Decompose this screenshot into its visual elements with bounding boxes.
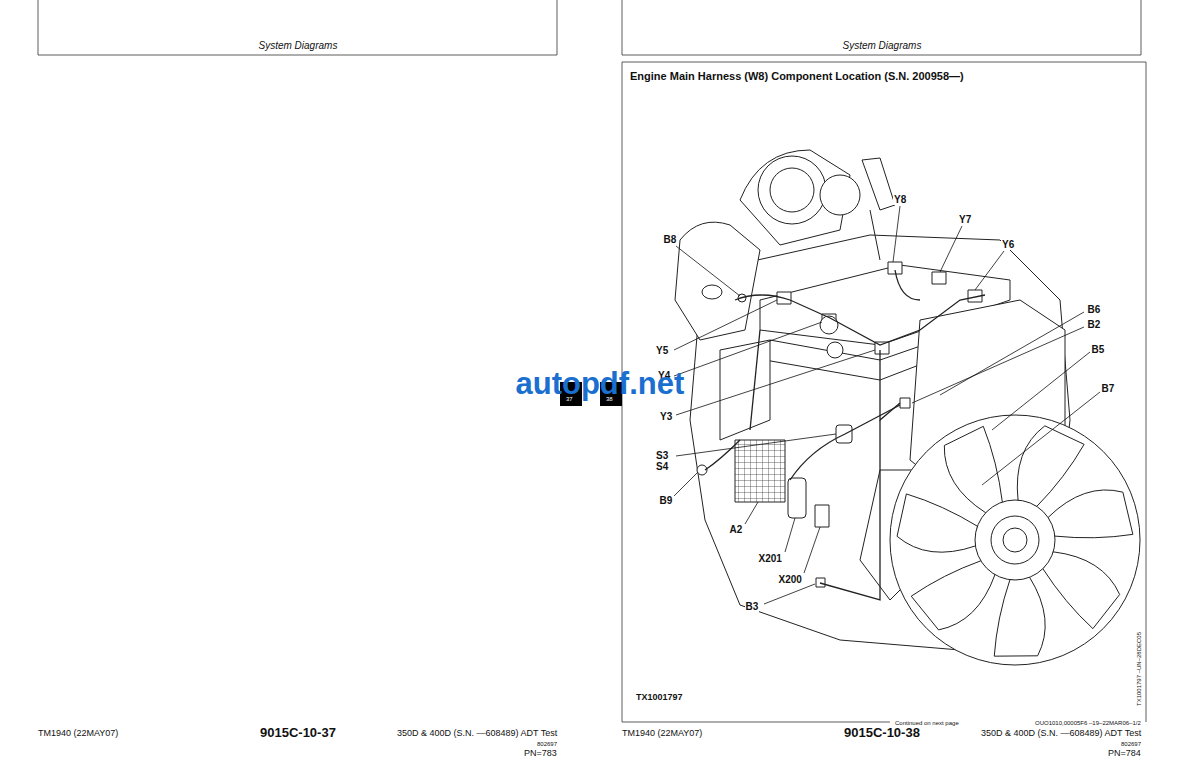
callout-label: Y7 — [958, 214, 972, 225]
figure-code: TX1001797 –UN–28DEC05 — [1136, 632, 1143, 706]
fan-blade — [897, 494, 977, 552]
callout-label: B7 — [1101, 383, 1116, 394]
callout-label: Y5 — [655, 345, 669, 356]
code-number: 802697 — [1121, 741, 1141, 748]
callout-label: B9 — [659, 495, 674, 506]
engine-drawing — [675, 150, 1140, 665]
leader-line — [674, 206, 1100, 604]
fan-blade — [944, 426, 1002, 512]
page-header: System Diagrams — [259, 40, 338, 51]
page-number: 9015C-10-38 — [844, 726, 920, 740]
fan-blade — [1048, 490, 1133, 538]
manual-number: TM1940 (22MAY07) — [38, 729, 118, 739]
page-tab: 38 — [606, 396, 613, 403]
callout-label: A2 — [729, 524, 744, 535]
page-tab: 37 — [566, 396, 573, 403]
document-code: OUO1010,00005F6 –19–22MAR06–1/2 — [1035, 720, 1141, 727]
figure-title: Engine Main Harness (W8) Component Locat… — [630, 70, 964, 82]
page-number: 9015C-10-37 — [260, 726, 336, 740]
callout-label: B6 — [1087, 304, 1102, 315]
fan-blade — [994, 577, 1045, 656]
page-rules — [38, 0, 1146, 722]
code-number: 802697 — [537, 741, 557, 748]
pn-number: PN=784 — [1108, 749, 1141, 759]
callout-label: S3 — [655, 450, 669, 461]
callout-label: S4 — [655, 461, 669, 472]
harness-wire — [705, 270, 985, 600]
fan-blade — [1017, 426, 1084, 507]
callout-label: Y3 — [659, 411, 673, 422]
fan-blade — [911, 561, 995, 630]
callout-label: B5 — [1091, 344, 1106, 355]
watermark: autopdf.net — [516, 367, 685, 401]
manual-number: TM1940 (22MAY07) — [622, 729, 702, 739]
model-line: 350D & 400D (S.N. —608489) ADT Test — [981, 729, 1141, 739]
page-header: System Diagrams — [843, 40, 922, 51]
callout-label: B2 — [1087, 319, 1102, 330]
fan-blade — [1043, 552, 1120, 629]
callout-label: B8 — [663, 234, 678, 245]
pn-number: PN=783 — [524, 749, 557, 759]
callout-label: X201 — [758, 553, 783, 564]
callout-label: X200 — [778, 574, 803, 585]
model-line: 350D & 400D (S.N. —608489) ADT Test — [397, 729, 557, 739]
callout-label: Y6 — [1001, 239, 1015, 250]
figure-number: TX1001797 — [636, 693, 683, 703]
callout-label: Y8 — [893, 194, 907, 205]
callout-label: B3 — [745, 601, 760, 612]
